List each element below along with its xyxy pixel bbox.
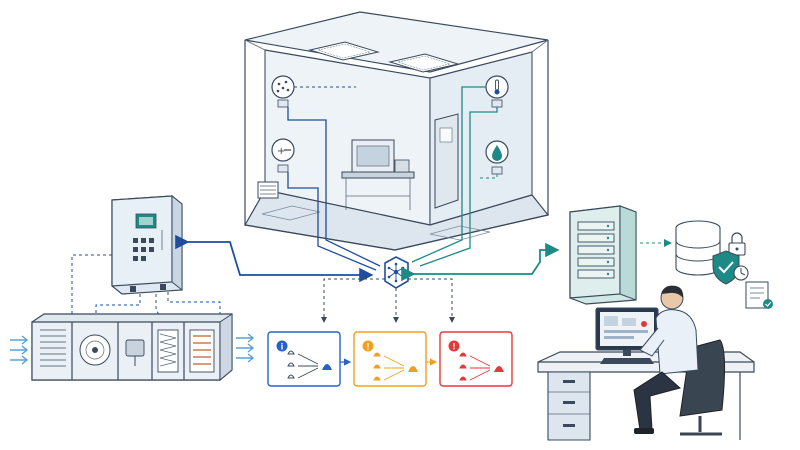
motor-icon bbox=[125, 339, 145, 366]
ceiling-filter-right-icon bbox=[388, 53, 460, 73]
hub-alarm-links bbox=[321, 278, 455, 323]
air-handling-unit bbox=[10, 313, 255, 382]
alarm-critical-box: ! bbox=[439, 331, 513, 387]
cleanroom: + bbox=[244, 11, 550, 251]
svg-text:+: + bbox=[277, 146, 285, 157]
bell-icon bbox=[494, 366, 504, 372]
humidity-drop-icon bbox=[485, 140, 509, 175]
ceiling-filter-left-icon bbox=[308, 41, 380, 61]
hub-server-link bbox=[401, 242, 560, 282]
alarm-info-symbol: i bbox=[281, 342, 284, 352]
filter-icon bbox=[157, 329, 179, 373]
lock-icon bbox=[728, 232, 746, 256]
bell-icon bbox=[408, 366, 418, 372]
coil-icon bbox=[189, 329, 215, 373]
certificate-icon bbox=[745, 281, 773, 309]
panel-ahu-links bbox=[71, 254, 221, 319]
panel-hub-link bbox=[175, 234, 374, 283]
shield-check-icon bbox=[712, 250, 740, 285]
fan-icon bbox=[79, 334, 111, 366]
alarm-warning-symbol: ! bbox=[367, 342, 370, 352]
alarm-warning-box: ! bbox=[353, 331, 427, 387]
lab-bench bbox=[341, 139, 415, 210]
network-hub-icon bbox=[384, 256, 409, 289]
pressure-sensor-icon: + bbox=[271, 138, 295, 173]
airflow-out-icon bbox=[236, 333, 255, 363]
clock-icon bbox=[733, 265, 749, 281]
operator-workstation bbox=[537, 285, 755, 441]
alarm-critical-symbol: ! bbox=[453, 342, 456, 352]
cleanroom-door bbox=[434, 113, 459, 209]
control-panel bbox=[111, 194, 183, 295]
bell-icon bbox=[322, 364, 332, 370]
alarm-info-box: i bbox=[267, 331, 341, 387]
airflow-in-icon bbox=[10, 335, 29, 365]
server-rack bbox=[569, 205, 637, 305]
wall-vent bbox=[257, 181, 279, 199]
